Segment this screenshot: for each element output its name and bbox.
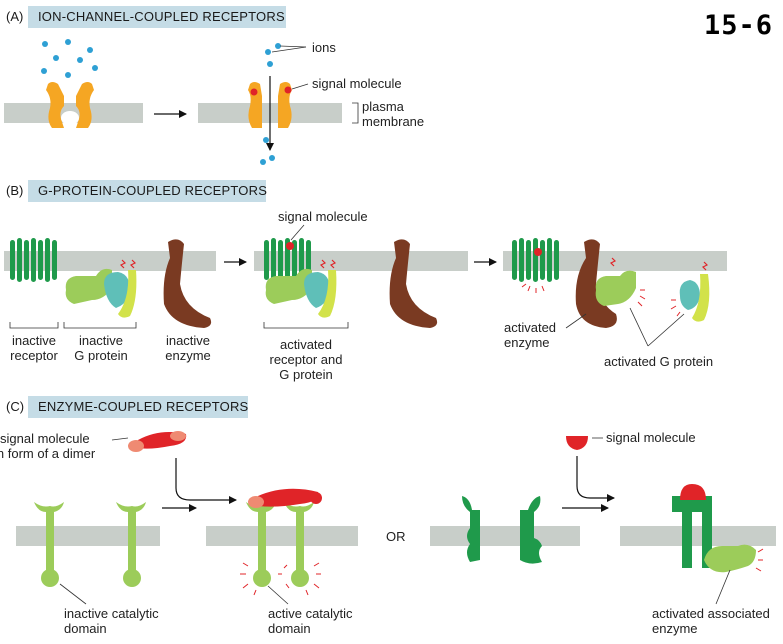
panel-a-graphics: [4, 39, 359, 165]
signal-molecule: [566, 436, 588, 450]
leader-line: [279, 45, 307, 48]
activation-marks: [637, 289, 646, 307]
g-protein-inactive: [65, 259, 137, 318]
enzyme-activated: [575, 239, 617, 328]
panel-b-title: G-PROTEIN-COUPLED RECEPTORS: [38, 183, 268, 198]
panel-c-letter: (C): [6, 399, 25, 414]
panel-a-title: ION-CHANNEL-COUPLED RECEPTORS: [38, 9, 285, 24]
label-signal-molecule: signal molecule: [278, 209, 368, 224]
g-beta-gamma-activated: [670, 261, 710, 322]
signal-molecule: [534, 248, 542, 256]
panel-c-header: [28, 396, 248, 418]
label-bracket: [9, 322, 59, 329]
g-alpha-activated: [595, 257, 646, 307]
leader-line: [715, 569, 731, 605]
receptor-active-dark: [672, 484, 764, 573]
activation-marks: [240, 562, 321, 596]
ion-channel-open: [248, 82, 292, 128]
leader-line: [111, 437, 129, 441]
ion-channel-closed: [46, 82, 94, 128]
membrane: [620, 526, 776, 546]
dimer-signal-molecule: [128, 431, 187, 452]
activation-marks: [670, 299, 681, 317]
panel-a-header: [28, 6, 286, 28]
signal-molecule: [284, 86, 292, 94]
leader-line: [290, 224, 305, 241]
activation-marks: [755, 548, 764, 572]
enzyme-inactive: [389, 239, 438, 328]
label-signal-molecule: signal molecule: [312, 76, 402, 91]
figure-number: 15-6: [703, 10, 773, 41]
panel-b-letter: (B): [6, 183, 24, 198]
leader-line: [267, 585, 289, 605]
gpcr-active: [264, 238, 311, 282]
leader-line: [59, 583, 87, 605]
membrane-bracket: [352, 102, 359, 124]
process-arrow: [175, 458, 237, 504]
ion: [41, 39, 281, 165]
g-protein-bound: [265, 259, 337, 318]
label-ions: ions: [312, 40, 336, 55]
label-signal-molecule: signal molecule: [606, 430, 696, 445]
process-arrow: [576, 456, 615, 502]
leader-line: [291, 83, 309, 90]
panel-c-title: ENZYME-COUPLED RECEPTORS: [38, 399, 249, 414]
label-membrane: membrane: [362, 114, 425, 129]
rtk-inactive: [34, 502, 146, 587]
gpcr-inactive: [10, 238, 57, 282]
label-bracket: [63, 322, 137, 329]
rtk-active: [240, 488, 322, 596]
leader-line: [565, 313, 587, 329]
membrane: [16, 526, 160, 546]
label-activated-g-protein: activated G protein: [604, 354, 714, 369]
signal-molecule: [250, 88, 258, 96]
enzyme-inactive: [163, 239, 212, 328]
receptor-inactive-dark: [462, 496, 542, 564]
label-or: OR: [386, 529, 406, 544]
label-bracket: [263, 322, 349, 329]
panel-a-letter: (A): [6, 9, 24, 24]
leader-line: [629, 307, 649, 347]
label-plasma: plasma: [362, 99, 404, 114]
signal-molecule: [286, 242, 294, 250]
activation-marks: [521, 283, 545, 293]
membrane: [430, 526, 580, 546]
leader-line: [647, 313, 685, 347]
panel-b-header: [28, 180, 266, 202]
gpcr-after: [512, 238, 559, 282]
panel-b-graphics: [4, 224, 727, 347]
leader-line: [271, 46, 307, 53]
membrane: [206, 526, 358, 546]
panel-c-graphics: [16, 431, 776, 605]
